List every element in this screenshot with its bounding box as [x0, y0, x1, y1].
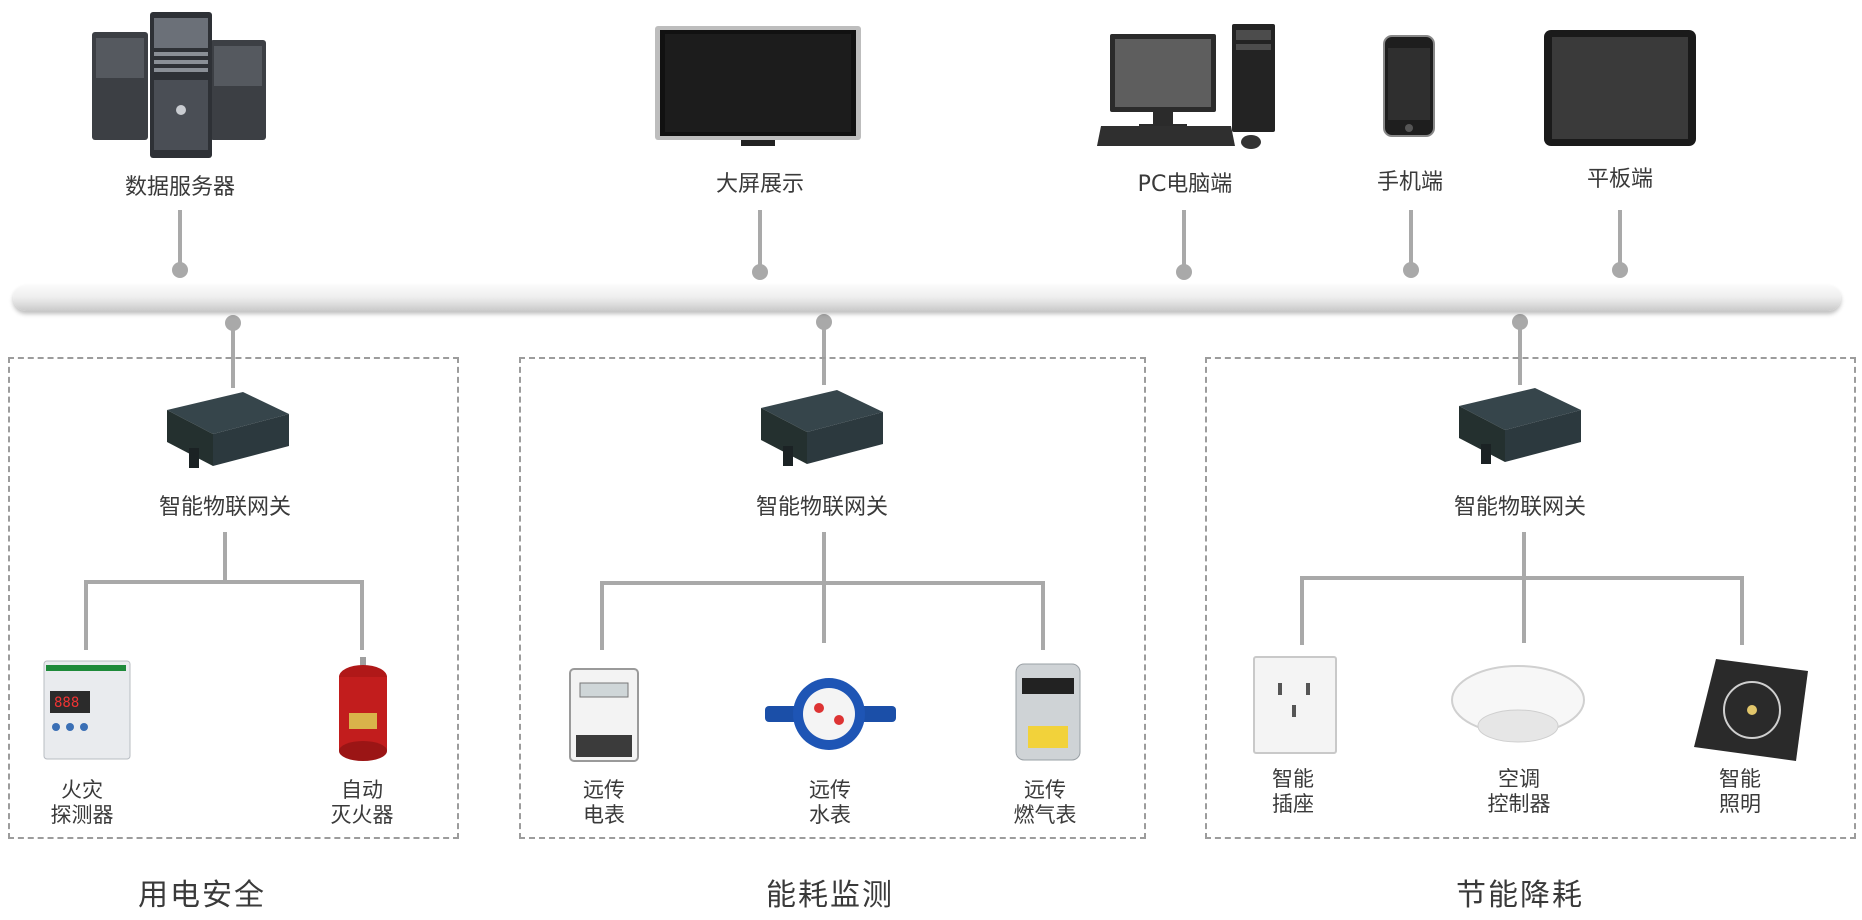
- node-dot-phone: [1403, 262, 1419, 278]
- device-label-ac-controller: 空调控制器: [1487, 767, 1551, 816]
- electric-meter-icon: [569, 668, 639, 762]
- screen-icon: [655, 26, 861, 146]
- node-dot-gateway-3: [1512, 314, 1528, 330]
- server-label: 数据服务器: [124, 175, 235, 200]
- screen-label: 大屏展示: [715, 172, 804, 197]
- water-meter-icon: [765, 678, 896, 750]
- section-title-energy-monitoring: 能耗监测: [766, 878, 894, 913]
- smart-lighting-icon: [1694, 659, 1808, 761]
- tablet-icon: [1544, 30, 1696, 146]
- gateway-icon: [167, 392, 289, 468]
- gateway-icon: [1459, 388, 1581, 464]
- node-dot-tablet: [1612, 262, 1628, 278]
- smart-socket-icon: [1253, 656, 1337, 754]
- gas-meter-icon: [1015, 663, 1081, 761]
- phone-icon: [1383, 35, 1435, 137]
- phone-label: 手机端: [1376, 170, 1443, 195]
- device-label-fire-detector: 火灾探测器: [50, 778, 114, 827]
- device-label-fire-extinguisher: 自动灭火器: [330, 778, 394, 827]
- server-icon: [92, 12, 266, 158]
- pc-label: PC电脑端: [1137, 172, 1233, 197]
- node-dot-gateway-2: [816, 314, 832, 330]
- device-label-smart-socket: 智能插座: [1272, 767, 1314, 816]
- node-dot-server: [172, 262, 188, 278]
- node-dot-screen: [752, 264, 768, 280]
- group-box-energy-saving: [1205, 357, 1856, 839]
- fire-extinguisher-icon: [339, 657, 387, 761]
- gateway-icon: [761, 390, 883, 466]
- pc-icon: [1097, 24, 1275, 149]
- gateway-label-1: 智能物联网关: [158, 495, 291, 520]
- device-label-gas-meter: 远传燃气表: [1013, 778, 1077, 827]
- tablet-label: 平板端: [1586, 167, 1653, 192]
- section-title-electric-safety: 用电安全: [138, 878, 266, 913]
- fire-detector-icon: 888: [43, 660, 131, 760]
- device-label-smart-lighting: 智能照明: [1719, 767, 1761, 816]
- svg-text:888: 888: [54, 695, 79, 711]
- gateway-label-2: 智能物联网关: [755, 495, 888, 520]
- device-label-water-meter: 远传水表: [809, 778, 851, 827]
- network-bus: [13, 285, 1841, 311]
- device-label-electric-meter: 远传电表: [583, 778, 625, 827]
- gateway-label-3: 智能物联网关: [1453, 495, 1586, 520]
- group-box-electric-safety: [8, 357, 459, 839]
- ac-controller-icon: [1451, 665, 1585, 743]
- node-dot-pc: [1176, 264, 1192, 280]
- section-title-energy-saving: 节能降耗: [1456, 878, 1584, 913]
- group-box-energy-monitoring: [519, 357, 1146, 839]
- node-dot-gateway-1: [225, 315, 241, 331]
